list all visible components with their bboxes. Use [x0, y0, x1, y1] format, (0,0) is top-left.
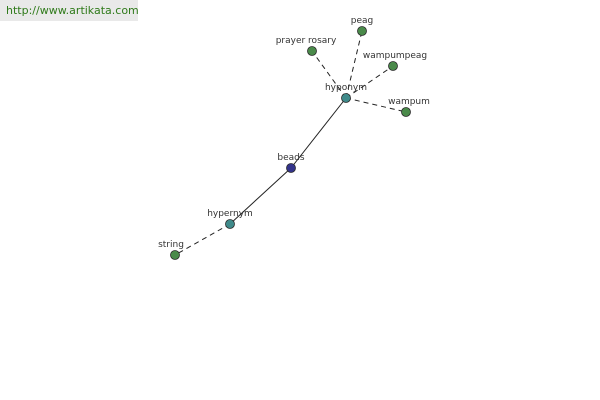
- edges-layer: [174, 30, 407, 256]
- node-marker-wampum[interactable]: [401, 107, 411, 117]
- site-url-watermark[interactable]: http://www.artikata.com: [0, 0, 139, 21]
- node-hyponym[interactable]: hyponym: [325, 83, 367, 103]
- node-prayer-rosary[interactable]: prayer rosary: [276, 36, 337, 56]
- node-label-string: string: [158, 240, 184, 250]
- edge-hyponym-prayer-rosary: [311, 50, 347, 99]
- node-marker-hypernym[interactable]: [225, 219, 235, 229]
- node-marker-beads[interactable]: [286, 163, 296, 173]
- edge-beads-hypernym: [229, 167, 292, 225]
- node-label-beads: beads: [277, 153, 304, 163]
- node-label-wampum: wampum: [388, 97, 430, 107]
- node-wampumpeag[interactable]: wampumpeag: [363, 51, 427, 71]
- node-label-wampumpeag: wampumpeag: [363, 51, 427, 61]
- edge-beads-hyponym: [290, 97, 347, 169]
- edge-hypernym-string: [174, 223, 231, 256]
- node-label-prayer-rosary: prayer rosary: [276, 36, 337, 46]
- edge-hyponym-peag: [345, 30, 363, 99]
- edge-hyponym-wampum: [345, 97, 407, 113]
- node-label-hyponym: hyponym: [325, 83, 367, 93]
- node-label-peag: peag: [351, 16, 373, 26]
- node-marker-prayer-rosary[interactable]: [307, 46, 317, 56]
- node-marker-string[interactable]: [170, 250, 180, 260]
- node-string[interactable]: string: [158, 240, 184, 260]
- node-label-hypernym: hypernym: [207, 209, 253, 219]
- node-marker-peag[interactable]: [357, 26, 367, 36]
- nodes-layer: beads hyponym hypernym prayer rosary peag wam…: [158, 16, 430, 260]
- node-hypernym[interactable]: hypernym: [207, 209, 253, 229]
- node-beads[interactable]: beads: [277, 153, 305, 173]
- node-wampum[interactable]: wampum: [388, 97, 430, 117]
- edge-hyponym-wampumpeag: [345, 65, 394, 99]
- node-peag[interactable]: peag: [351, 16, 373, 36]
- node-marker-wampumpeag[interactable]: [388, 61, 398, 71]
- node-marker-hyponym[interactable]: [341, 93, 351, 103]
